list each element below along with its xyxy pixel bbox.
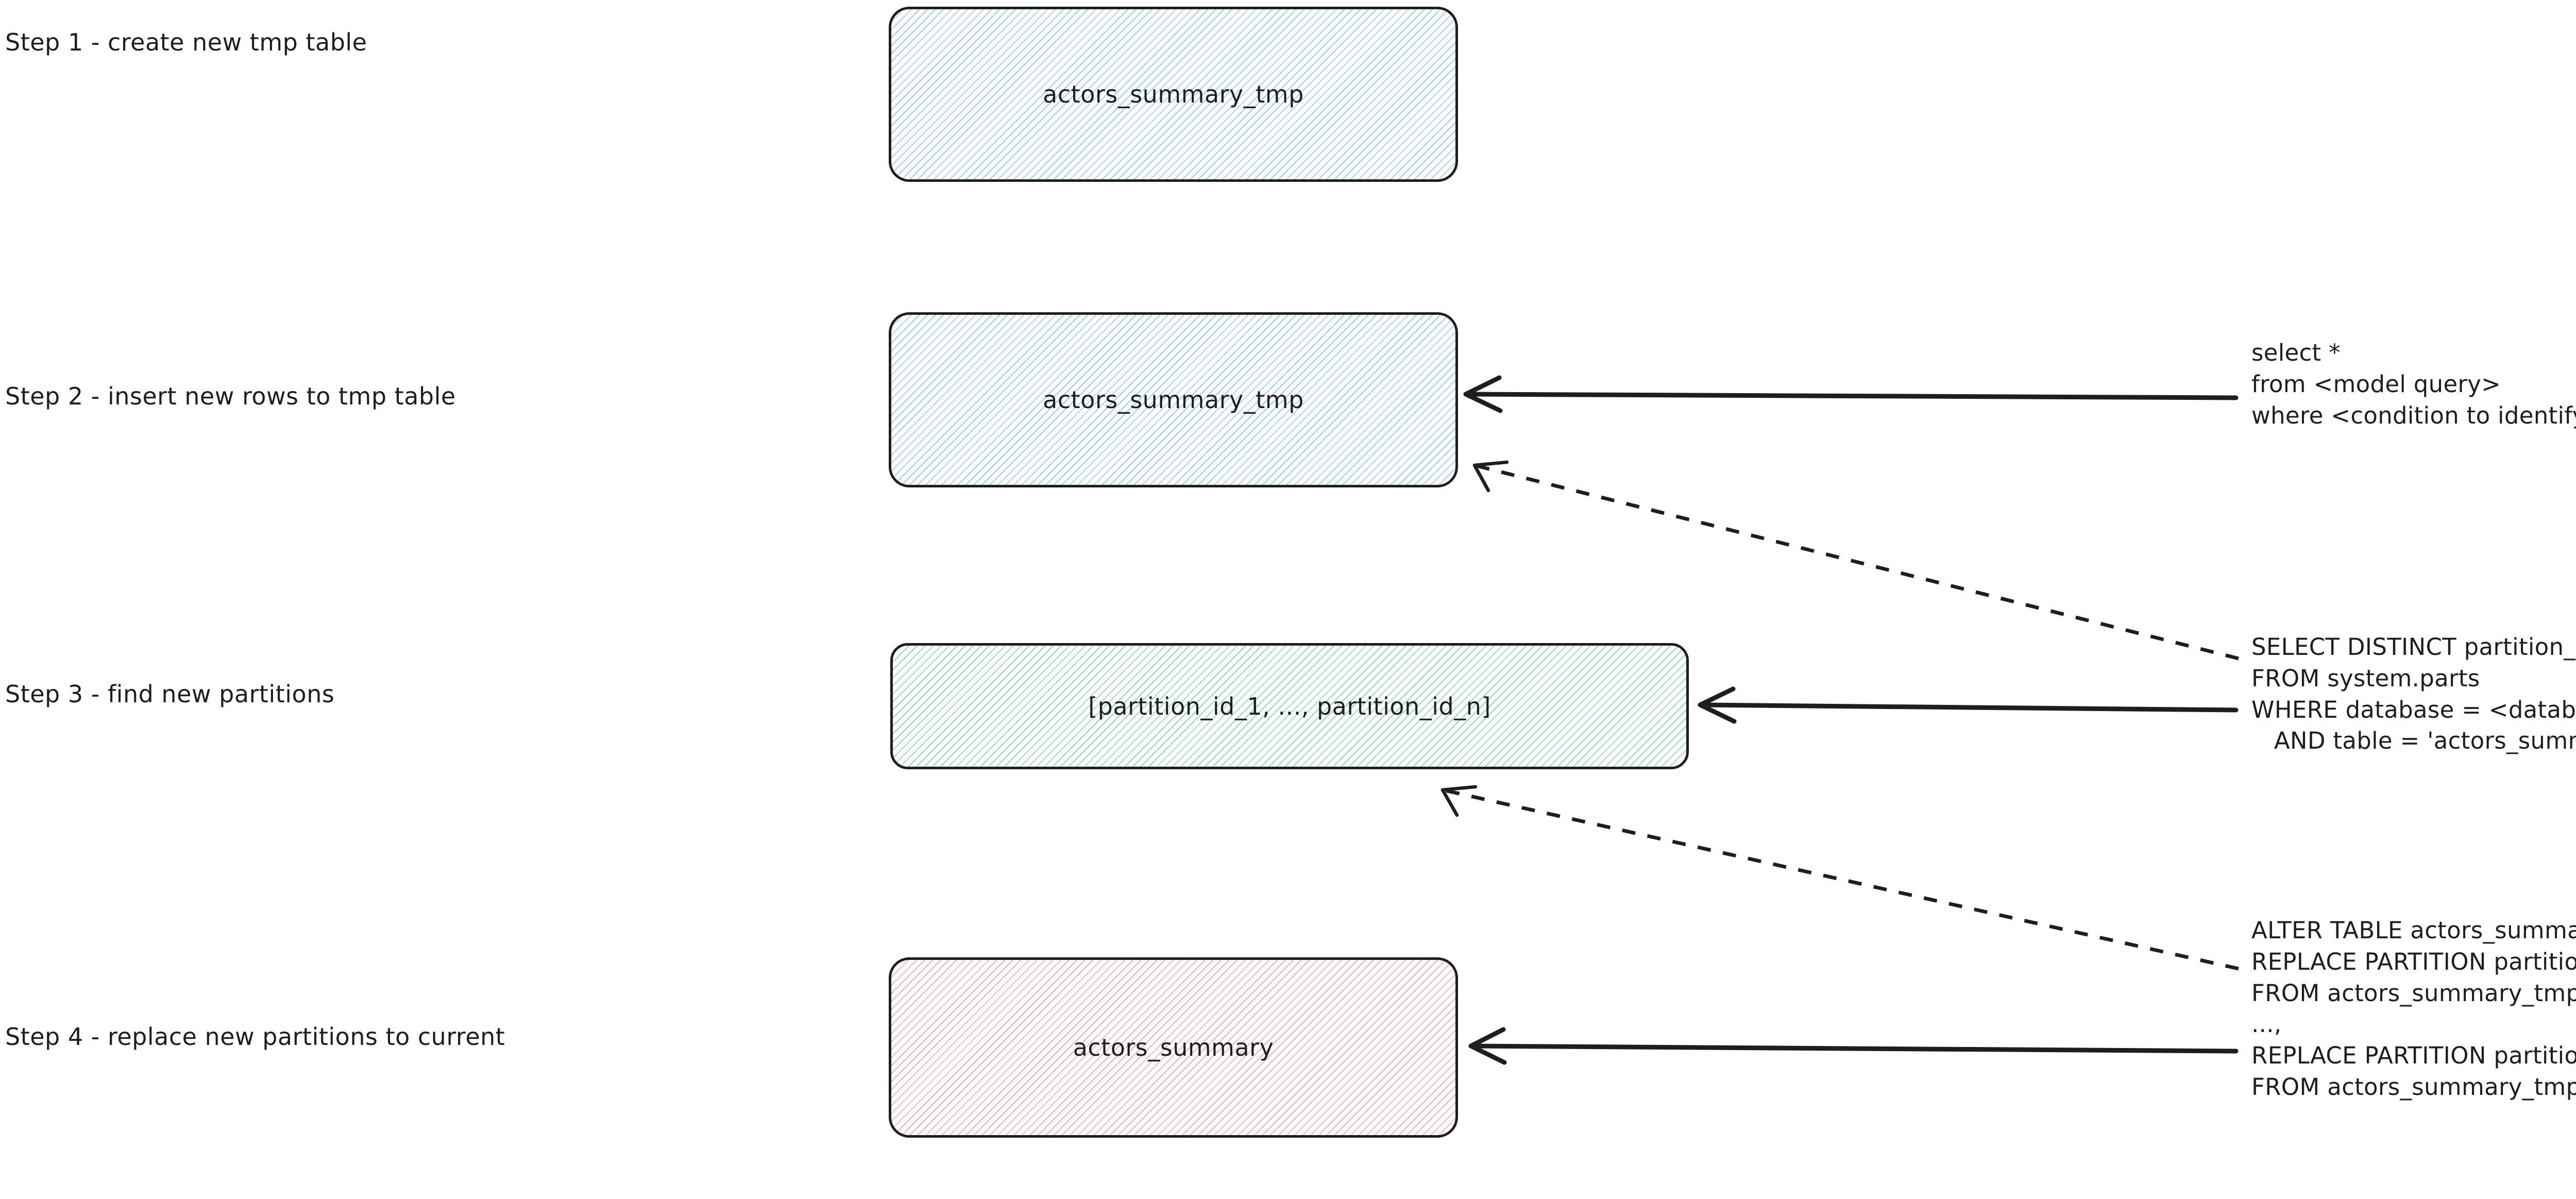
- step-label-4: Step 4 - replace new partitions to curre…: [5, 1023, 505, 1051]
- step-label-1: Step 1 - create new tmp table: [5, 28, 367, 56]
- arrow-sql3-to-tmp2-dashed: [1472, 460, 2239, 661]
- arrow-sql4-to-partitions-dashed: [1440, 785, 2239, 971]
- node-label: actors_summary_tmp: [1043, 386, 1304, 414]
- node-actors-summary-tmp-step2[interactable]: actors_summary_tmp: [889, 312, 1458, 487]
- arrow-sql3-to-partitions: [1698, 686, 2239, 724]
- node-actors-summary-tmp-step1[interactable]: actors_summary_tmp: [889, 7, 1458, 182]
- hatch-fill-blue: [891, 9, 1455, 179]
- hatch-fill-pink: [891, 960, 1455, 1135]
- node-label: actors_summary: [1073, 1034, 1274, 1061]
- step-label-2: Step 2 - insert new rows to tmp table: [5, 382, 456, 410]
- node-label: [partition_id_1, ..., partition_id_n]: [1088, 692, 1491, 720]
- node-label: actors_summary_tmp: [1043, 80, 1304, 108]
- sql-block-step3: SELECT DISTINCT partition_id FROM system…: [2251, 633, 2576, 755]
- sql-block-step2: select * from <model query> where <condi…: [2251, 339, 2576, 429]
- node-partition-id-list[interactable]: [partition_id_1, ..., partition_id_n]: [890, 643, 1689, 769]
- hatch-fill-green: [893, 646, 1686, 767]
- step-label-3: Step 3 - find new partitions: [5, 680, 335, 708]
- node-actors-summary[interactable]: actors_summary: [889, 957, 1458, 1138]
- sql-block-step4: ALTER TABLE actors_summary REPLACE PARTI…: [2251, 917, 2576, 1101]
- arrow-sql4-to-actors-summary: [1468, 1027, 2239, 1065]
- arrow-sql2-to-tmp2: [1463, 375, 2239, 413]
- hatch-fill-blue: [891, 315, 1455, 485]
